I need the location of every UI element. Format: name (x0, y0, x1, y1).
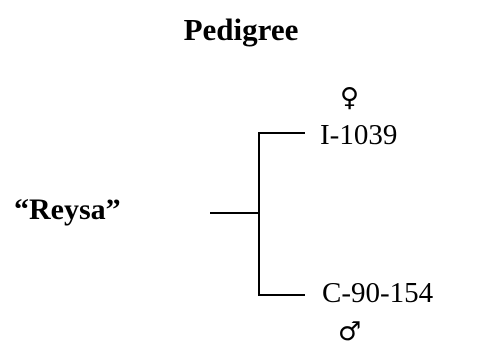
female-symbol-icon: ♀ (340, 83, 360, 113)
root-cultivar-label: “Reysa” (14, 193, 121, 226)
male-parent-label: C-90-154 (322, 277, 434, 309)
page-title: Pedigree (183, 12, 299, 47)
female-parent-label: I-1039 (320, 119, 398, 151)
male-symbol-icon: ♂ (338, 317, 362, 347)
